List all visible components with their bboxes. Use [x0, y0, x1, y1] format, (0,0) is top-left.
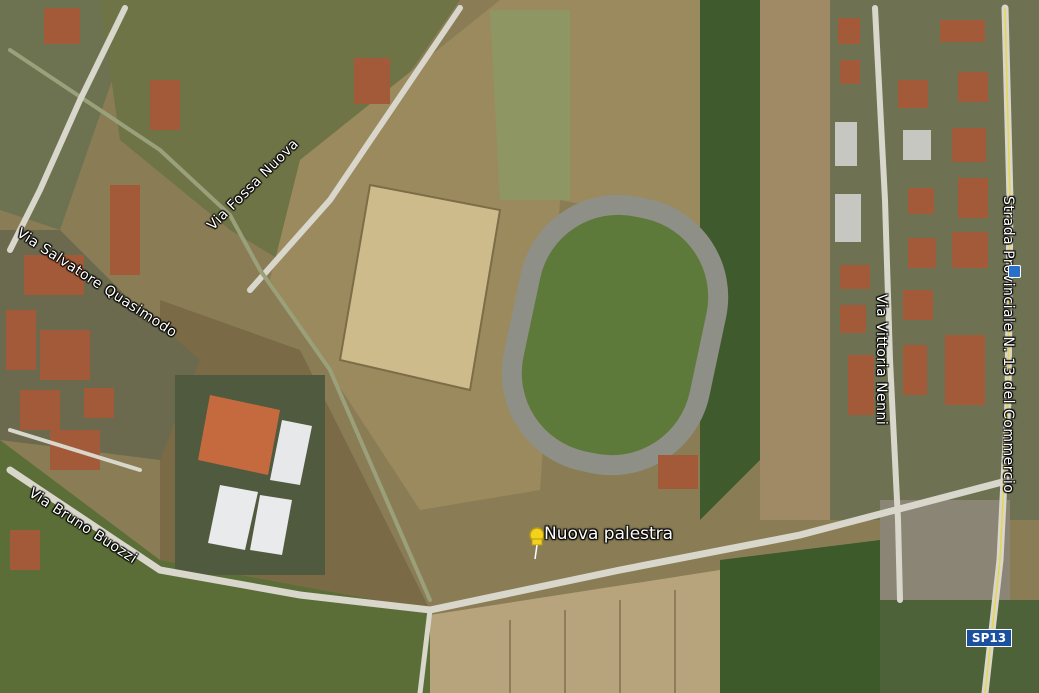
yellow-pushpin-icon[interactable] [525, 526, 549, 560]
blue-poi-square-icon[interactable] [1008, 265, 1021, 278]
placemark-label[interactable]: Nuova palestra [544, 524, 674, 544]
road-label-nenni: Via Vittoria Nenni [873, 294, 889, 426]
sp13-road-shield: SP13 [966, 629, 1012, 647]
road-label-provinciale: Strada Provinciale N. 13 del Commercio [1000, 196, 1016, 494]
